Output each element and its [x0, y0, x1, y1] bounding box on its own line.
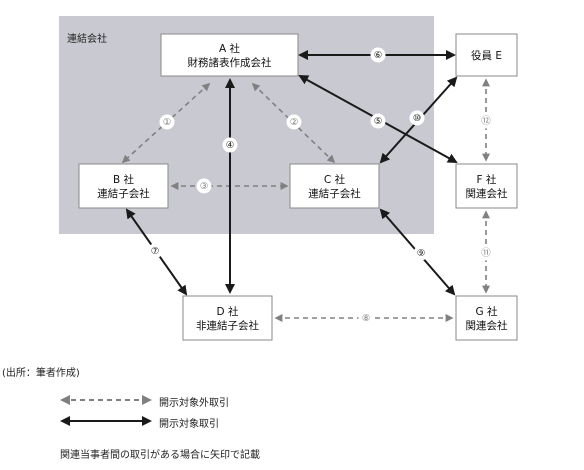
relation-labels: ① ② ③ ④ ⑤ ⑥ ⑦ ⑧ ⑨ ⑩ ⑪ ⑫ [147, 47, 494, 326]
relation-label-bg-7 [147, 243, 163, 259]
relation-label-bg-4 [222, 137, 238, 153]
company-name-c: C 社 [324, 173, 346, 186]
legend-solid-label: 開示対象取引 [159, 419, 219, 430]
relation-label-2: ② [290, 117, 299, 128]
legend-dashed-label: 開示対象外取引 [159, 398, 229, 409]
company-box-frame-e [455, 33, 518, 77]
company-type-f: 関連会社 [466, 187, 508, 200]
relation-label-bg-12 [478, 113, 494, 129]
company-type-b: 連結子会社 [97, 187, 150, 200]
company-name-d: D 社 [217, 305, 239, 318]
company-name-e: 役員 E [471, 49, 502, 62]
company-box-e: 役員 E [455, 33, 518, 77]
consolidated-group-label: 連結会社 [67, 32, 107, 45]
relation-label-bg-1 [159, 114, 175, 130]
relation-label-7: ⑦ [151, 246, 160, 257]
relation-label-5: ⑤ [374, 116, 383, 127]
relation-label-10: ⑩ [413, 113, 422, 124]
company-box-frame-g [455, 295, 518, 341]
company-name-a: A 社 [219, 42, 241, 55]
relation-label-bg-9 [413, 245, 429, 261]
company-type-c: 連結子会社 [308, 187, 361, 200]
company-box-frame-b [78, 163, 169, 209]
relation-label-1: ① [163, 117, 172, 128]
relation-label-bg-10 [409, 110, 425, 126]
company-type-a: 財務諸表作成会社 [188, 56, 272, 69]
relation-label-11: ⑪ [481, 248, 491, 259]
company-type-d: 非連結子会社 [196, 319, 259, 332]
relation-label-bg-6 [370, 47, 386, 63]
relation-label-bg-2 [286, 114, 302, 130]
relation-label-bg-5 [370, 113, 386, 129]
relation-label-bg-3 [196, 178, 212, 194]
company-box-frame-a [160, 33, 299, 77]
company-box-frame-f [455, 163, 518, 209]
company-box-frame-c [289, 163, 380, 209]
relation-label-bg-8 [358, 310, 374, 326]
company-name-g: G 社 [476, 305, 498, 318]
footnote: 関連当事者間の取引がある場合に矢印で記載 [60, 450, 260, 461]
company-name-b: B 社 [113, 173, 135, 186]
relation-label-4: ④ [226, 140, 235, 151]
relation-label-bg-11 [478, 245, 494, 261]
relation-label-12: ⑫ [481, 116, 491, 127]
relation-label-9: ⑨ [417, 248, 426, 259]
company-name-f: F 社 [477, 173, 497, 186]
company-box-frame-d [182, 295, 273, 341]
company-type-g: 関連会社 [466, 319, 508, 332]
relation-label-6: ⑥ [374, 50, 383, 61]
source-note: (出所：筆者作成) [2, 368, 80, 379]
relation-label-8: ⑧ [362, 313, 371, 324]
relation-label-3: ③ [200, 181, 209, 192]
